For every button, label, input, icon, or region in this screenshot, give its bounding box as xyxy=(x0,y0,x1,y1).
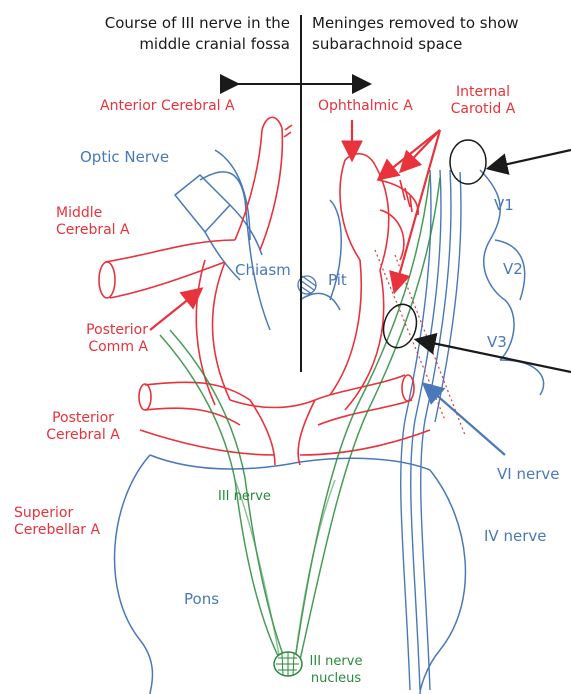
label-pons: Pons xyxy=(184,591,219,608)
label-optic-nerve: Optic Nerve xyxy=(80,149,169,166)
label-v3: V3 xyxy=(487,334,507,351)
heading-right-line1: Meninges removed to show xyxy=(312,13,552,34)
label-internal-carotid-line2: Carotid A xyxy=(438,101,528,118)
label-internal-carotid: Internal Carotid A xyxy=(438,84,528,118)
label-v1: V1 xyxy=(494,197,514,214)
label-internal-carotid-line1: Internal xyxy=(438,84,528,101)
heading-right: Meninges removed to show subarachnoid sp… xyxy=(312,13,552,55)
label-iv-nerve: IV nerve xyxy=(484,528,546,545)
heading-left: Course of III nerve in the middle crania… xyxy=(60,13,290,55)
label-middle-cerebral: Middle Cerebral A xyxy=(56,205,130,239)
label-anterior-cerebral: Anterior Cerebral A xyxy=(100,98,235,115)
pointer-arrow-top xyxy=(490,150,571,168)
heading-left-line2: middle cranial fossa xyxy=(60,34,290,55)
label-superior-cerebellar-line1: Superior xyxy=(14,505,100,522)
label-iii-nerve-nucleus: III nerve nucleus xyxy=(296,653,376,687)
label-middle-cerebral-line1: Middle xyxy=(56,205,130,222)
iv-vi-nerves xyxy=(401,170,461,690)
highlight-circle-top xyxy=(450,140,486,184)
vi-nerve-arrow xyxy=(425,385,505,455)
label-posterior-cerebral-line2: Cerebral A xyxy=(28,427,138,444)
label-posterior-comm: Posterior Comm A xyxy=(48,322,148,356)
label-posterior-cerebral-line1: Posterior xyxy=(28,410,138,427)
heading-right-line2: subarachnoid space xyxy=(312,34,552,55)
label-iii-nerve: III nerve xyxy=(218,488,271,505)
label-v2: V2 xyxy=(503,261,523,278)
label-posterior-comm-line1: Posterior xyxy=(48,322,148,339)
label-superior-cerebellar-line2: Cerebellar A xyxy=(14,522,100,539)
label-vi-nerve: VI nerve xyxy=(497,466,559,483)
label-ophthalmic: Ophthalmic A xyxy=(318,98,413,115)
label-pit: Pit xyxy=(328,272,347,289)
heading-left-line1: Course of III nerve in the xyxy=(60,13,290,34)
label-chiasm: Chiasm xyxy=(235,262,291,279)
label-middle-cerebral-line2: Cerebral A xyxy=(56,222,130,239)
label-superior-cerebellar: Superior Cerebellar A xyxy=(14,505,100,539)
label-posterior-cerebral: Posterior Cerebral A xyxy=(28,410,138,444)
arteries xyxy=(99,117,430,465)
label-iii-nucleus-line1: III nerve xyxy=(296,653,376,670)
carotid-arrow-2 xyxy=(380,130,440,178)
label-iii-nucleus-line2: nucleus xyxy=(296,670,376,687)
label-posterior-comm-line2: Comm A xyxy=(48,339,148,356)
posterior-comm-arrow xyxy=(150,290,200,330)
